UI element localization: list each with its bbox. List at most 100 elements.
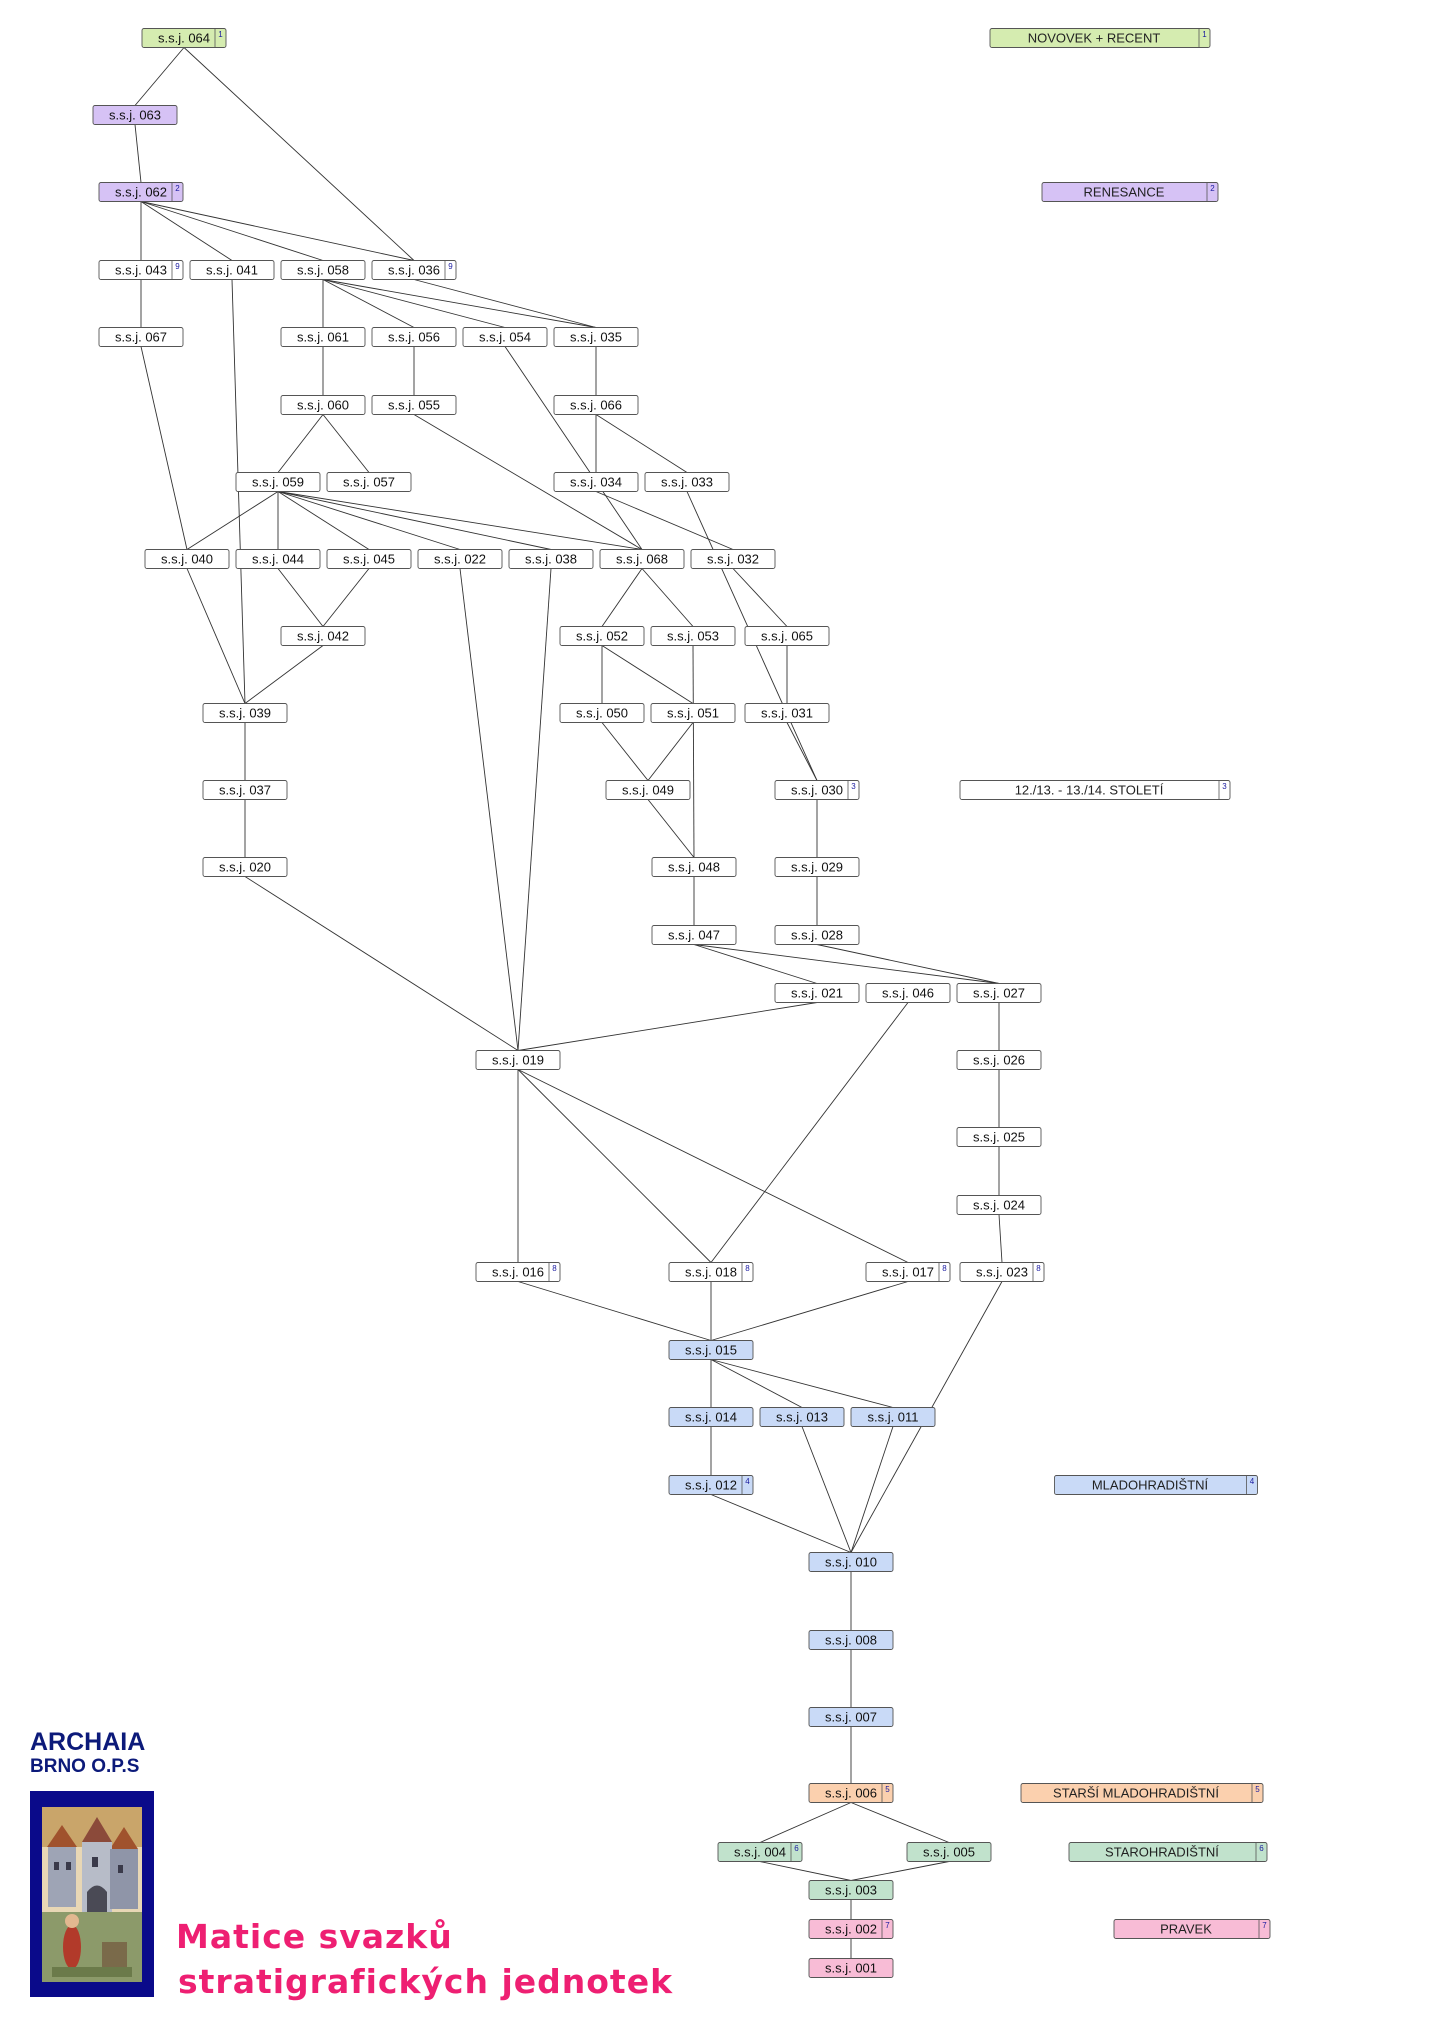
node-ssj-059[interactable]: s.s.j. 059 [235, 472, 321, 492]
node-label: s.s.j. 010 [825, 1555, 877, 1570]
node-box [690, 549, 776, 569]
node-ssj-044[interactable]: s.s.j. 044 [235, 549, 321, 569]
node-label: s.s.j. 037 [219, 783, 271, 798]
node-ssj-034[interactable]: s.s.j. 034 [553, 472, 639, 492]
edge-058-054 [322, 279, 506, 328]
phase-label: PRAVEK [1160, 1922, 1212, 1937]
node-ssj-056[interactable]: s.s.j. 056 [371, 327, 457, 347]
node-box [956, 983, 1042, 1003]
node-label: s.s.j. 026 [973, 1053, 1025, 1068]
node-ssj-010[interactable]: s.s.j. 010 [808, 1552, 894, 1572]
node-ssj-058[interactable]: s.s.j. 058 [280, 260, 366, 280]
phase-box [1054, 1475, 1258, 1495]
node-box [280, 327, 366, 347]
edge-059-022 [277, 491, 461, 550]
node-ssj-052[interactable]: s.s.j. 052 [559, 626, 645, 646]
node-ssj-042[interactable]: s.s.j. 042 [280, 626, 366, 646]
node-ssj-026[interactable]: s.s.j. 026 [956, 1050, 1042, 1070]
medieval-town-illustration [42, 1807, 142, 1982]
phase-label: STARŠÍ MLADOHRADIŠTNÍ [1053, 1786, 1219, 1801]
node-ssj-035[interactable]: s.s.j. 035 [553, 327, 639, 347]
node-ssj-005[interactable]: s.s.j. 005 [906, 1842, 992, 1862]
node-label: s.s.j. 021 [791, 986, 843, 1001]
node-phase-number: 2 [175, 184, 180, 193]
edge-034-032 [595, 491, 734, 550]
node-ssj-020[interactable]: s.s.j. 020 [202, 857, 288, 877]
node-ssj-008[interactable]: s.s.j. 008 [808, 1630, 894, 1650]
node-ssj-048[interactable]: s.s.j. 048 [651, 857, 737, 877]
node-ssj-022[interactable]: s.s.j. 022 [417, 549, 503, 569]
node-ssj-063[interactable]: s.s.j. 063 [92, 105, 178, 125]
node-ssj-013[interactable]: s.s.j. 013 [759, 1407, 845, 1427]
node-box [98, 327, 184, 347]
node-ssj-014[interactable]: s.s.j. 014 [668, 1407, 754, 1427]
node-phase-number: 8 [942, 1264, 947, 1273]
node-ssj-027[interactable]: s.s.j. 027 [956, 983, 1042, 1003]
node-ssj-057[interactable]: s.s.j. 057 [326, 472, 412, 492]
edge-022-019 [459, 568, 519, 1051]
node-label: s.s.j. 002 [825, 1922, 877, 1937]
node-ssj-001[interactable]: s.s.j. 001 [808, 1958, 894, 1978]
node-ssj-032[interactable]: s.s.j. 032 [690, 549, 776, 569]
node-ssj-041[interactable]: s.s.j. 041 [189, 260, 275, 280]
node-ssj-025[interactable]: s.s.j. 025 [956, 1127, 1042, 1147]
node-ssj-066[interactable]: s.s.j. 066 [553, 395, 639, 415]
node-phase-number: 8 [1036, 1264, 1041, 1273]
node-ssj-037[interactable]: s.s.j. 037 [202, 780, 288, 800]
edge-040-039 [186, 568, 246, 704]
node-ssj-031[interactable]: s.s.j. 031 [744, 703, 830, 723]
node-ssj-011[interactable]: s.s.j. 011 [850, 1407, 936, 1427]
node-ssj-060[interactable]: s.s.j. 060 [280, 395, 366, 415]
node-ssj-068[interactable]: s.s.j. 068 [599, 549, 685, 569]
node-ssj-028[interactable]: s.s.j. 028 [774, 925, 860, 945]
node-ssj-003[interactable]: s.s.j. 003 [808, 1880, 894, 1900]
node-ssj-007[interactable]: s.s.j. 007 [808, 1707, 894, 1727]
phase-label: RENESANCE [1084, 185, 1165, 200]
node-ssj-061[interactable]: s.s.j. 061 [280, 327, 366, 347]
node-ssj-033[interactable]: s.s.j. 033 [644, 472, 730, 492]
edge-011-010 [850, 1426, 894, 1553]
node-ssj-039[interactable]: s.s.j. 039 [202, 703, 288, 723]
node-phase-number: 4 [745, 1477, 750, 1486]
node-box [559, 703, 645, 723]
node-ssj-047[interactable]: s.s.j. 047 [651, 925, 737, 945]
node-ssj-038[interactable]: s.s.j. 038 [508, 549, 594, 569]
node-ssj-024[interactable]: s.s.j. 024 [956, 1195, 1042, 1215]
node-label: s.s.j. 045 [343, 552, 395, 567]
phase-box [1020, 1783, 1264, 1803]
node-ssj-045[interactable]: s.s.j. 045 [326, 549, 412, 569]
node-label: s.s.j. 058 [297, 263, 349, 278]
node-ssj-019[interactable]: s.s.j. 019 [475, 1050, 561, 1070]
node-ssj-065[interactable]: s.s.j. 065 [744, 626, 830, 646]
node-ssj-054[interactable]: s.s.j. 054 [462, 327, 548, 347]
node-ssj-067[interactable]: s.s.j. 067 [98, 327, 184, 347]
node-ssj-049[interactable]: s.s.j. 049 [605, 780, 691, 800]
node-ssj-040[interactable]: s.s.j. 040 [144, 549, 230, 569]
node-ssj-050[interactable]: s.s.j. 050 [559, 703, 645, 723]
node-ssj-055[interactable]: s.s.j. 055 [371, 395, 457, 415]
node-ssj-053[interactable]: s.s.j. 053 [650, 626, 736, 646]
node-ssj-051[interactable]: s.s.j. 051 [650, 703, 736, 723]
node-ssj-046[interactable]: s.s.j. 046 [865, 983, 951, 1003]
node-label: s.s.j. 063 [109, 108, 161, 123]
node-ssj-021[interactable]: s.s.j. 021 [774, 983, 860, 1003]
node-box [644, 472, 730, 492]
node-ssj-029[interactable]: s.s.j. 029 [774, 857, 860, 877]
node-ssj-015[interactable]: s.s.j. 015 [668, 1340, 754, 1360]
